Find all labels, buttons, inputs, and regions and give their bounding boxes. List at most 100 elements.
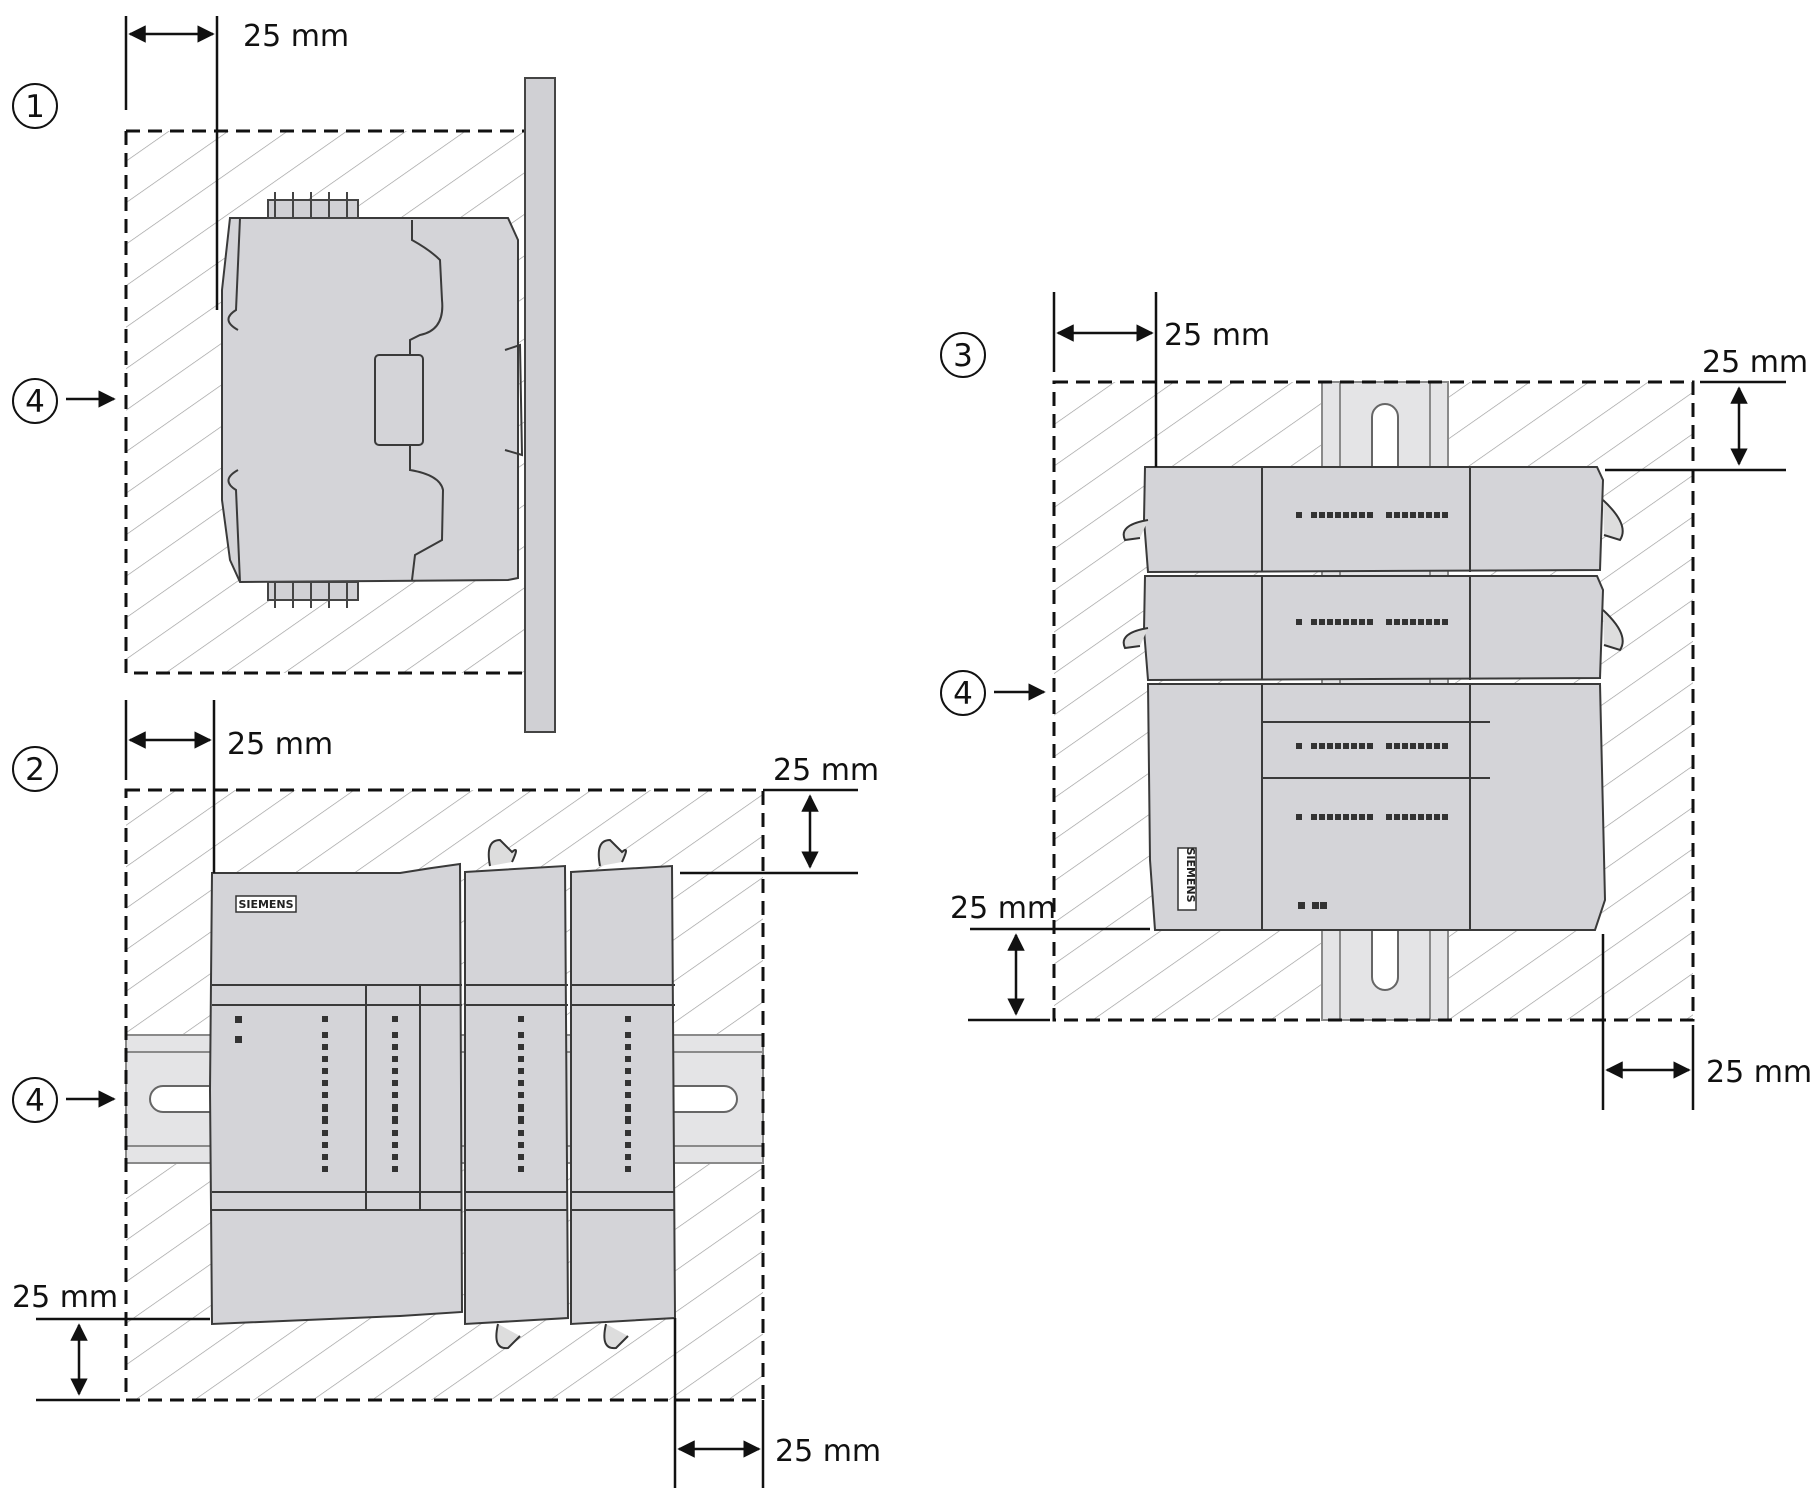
led-indicator (392, 1142, 398, 1148)
led-indicator (322, 1118, 328, 1124)
callout-number-4a: 4 (25, 384, 45, 420)
led-indicator (1442, 512, 1448, 518)
led-indicator (1434, 814, 1440, 820)
led-indicator (625, 1044, 631, 1050)
led-indicator (1296, 743, 1302, 749)
led-indicator (1359, 619, 1365, 625)
brand-plate-2 (235, 895, 297, 913)
led-indicator (1335, 743, 1341, 749)
cpu-module: SIEMENS (208, 862, 464, 1326)
led-indicator (392, 1068, 398, 1074)
led-indicator (1296, 814, 1302, 820)
led-indicator (1426, 619, 1432, 625)
led-indicator (1359, 743, 1365, 749)
led-indicator (1442, 814, 1448, 820)
led-indicator (1418, 512, 1424, 518)
callout-circle-4b (12, 1077, 58, 1123)
led-indicator (518, 1118, 524, 1124)
led-indicator (518, 1032, 524, 1038)
led-indicator (1394, 619, 1400, 625)
led-indicator (392, 1016, 398, 1022)
led-indicator (392, 1092, 398, 1098)
led-indicator (1426, 814, 1432, 820)
led-indicator (1402, 619, 1408, 625)
led-indicator (1343, 814, 1349, 820)
led-indicator (1335, 814, 1341, 820)
led-indicator (1327, 619, 1333, 625)
led-indicator (1367, 743, 1373, 749)
led-columns-view-2 (322, 1016, 631, 1172)
led-indicator (1410, 743, 1416, 749)
led-indicator (1386, 743, 1392, 749)
led-indicator (1311, 743, 1317, 749)
led-indicator (625, 1032, 631, 1038)
led-indicator (1402, 512, 1408, 518)
led-indicator (518, 1142, 524, 1148)
led-indicator (518, 1044, 524, 1050)
led-indicator (1319, 512, 1325, 518)
led-indicator (1327, 512, 1333, 518)
led-indicator (1351, 619, 1357, 625)
led-indicator (1386, 814, 1392, 820)
led-indicator (518, 1166, 524, 1172)
led-indicator (625, 1056, 631, 1062)
led-indicator (1335, 512, 1341, 518)
led-indicator (322, 1106, 328, 1112)
led-indicator (625, 1092, 631, 1098)
led-indicator (322, 1056, 328, 1062)
clearance-boundary-3 (1052, 380, 1695, 1022)
signal-module-a (464, 838, 570, 1350)
led-indicator (625, 1016, 631, 1022)
led-indicator (518, 1106, 524, 1112)
led-indicator (1319, 814, 1325, 820)
callout-number-2: 2 (25, 752, 45, 788)
led-indicator (1367, 512, 1373, 518)
led-indicator (392, 1154, 398, 1160)
led-indicator (625, 1130, 631, 1136)
mounting-panel (524, 77, 556, 733)
led-indicator (1327, 743, 1333, 749)
signal-module-b (570, 838, 677, 1350)
led-indicator (1434, 743, 1440, 749)
dim-label-2-top: 25 mm (773, 753, 879, 788)
dim-label-2-bottom: 25 mm (12, 1280, 118, 1315)
led-indicator (392, 1032, 398, 1038)
led-indicator (625, 1118, 631, 1124)
led-indicator (518, 1068, 524, 1074)
led-indicator (392, 1130, 398, 1136)
led-indicator (1402, 814, 1408, 820)
led-indicator (1335, 619, 1341, 625)
clearance-boundary-2 (124, 788, 765, 1402)
led-indicator (392, 1106, 398, 1112)
led-indicator (322, 1092, 328, 1098)
led-indicator (625, 1068, 631, 1074)
callout-number-4b: 4 (25, 1083, 45, 1119)
led-indicator (1319, 619, 1325, 625)
led-indicator (1418, 743, 1424, 749)
led-indicator (1319, 743, 1325, 749)
view-3-front-vertical: SIEMENS 25 mm 25 mm 25 mm 25 mm 3 4 (940, 292, 1812, 1110)
led-indicator (322, 1068, 328, 1074)
view-2-front-horizontal: SIEMENS 25 mm (12, 700, 881, 1488)
led-indicator (1367, 814, 1373, 820)
led-indicator (392, 1166, 398, 1172)
led-indicator (625, 1154, 631, 1160)
dim-label-2-left: 25 mm (227, 727, 333, 762)
led-indicator (392, 1080, 398, 1086)
led-indicator (625, 1142, 631, 1148)
brand-plate-text-3: SIEMENS (1184, 847, 1197, 902)
led-indicator (518, 1130, 524, 1136)
led-indicator (1426, 512, 1432, 518)
led-indicator (1311, 619, 1317, 625)
callout-circle-2 (12, 746, 58, 792)
led-indicator (1442, 619, 1448, 625)
led-indicator (1418, 814, 1424, 820)
view-1-side: 25 mm 1 4 (12, 16, 556, 733)
dim-label-2-right: 25 mm (775, 1434, 881, 1469)
led-indicator (1296, 619, 1302, 625)
led-indicator (392, 1118, 398, 1124)
callout-circle-4a (12, 378, 58, 424)
led-indicator (1426, 743, 1432, 749)
callout-circle-4c (940, 670, 986, 716)
